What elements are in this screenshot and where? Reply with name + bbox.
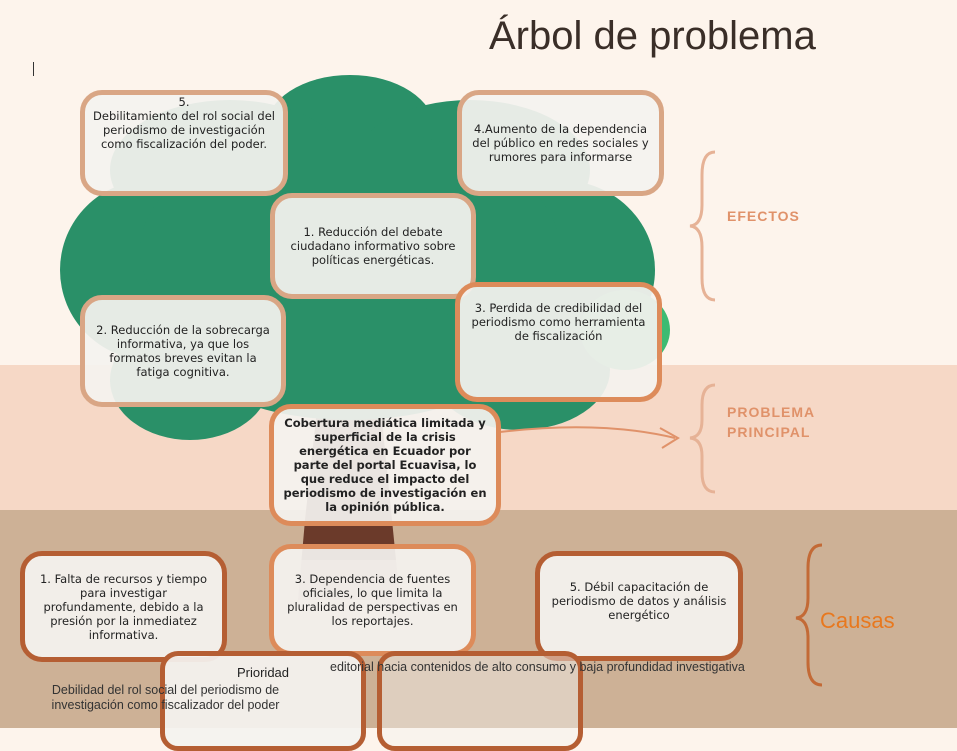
debilidad-text: Debilidad del rol social del periodismo … [51, 683, 280, 712]
page-title: Árbol de problema [489, 14, 816, 58]
effect-box-4: 4.Aumento de la dependencia del público … [457, 90, 664, 196]
problem-arrow-head [659, 427, 680, 449]
editorial-text: editorial hacia contenidos de alto consu… [330, 660, 745, 674]
problem-arrow [499, 426, 676, 439]
causes-brace [795, 543, 823, 687]
cause-box-5: 5. Débil capacitación de periodismo de d… [535, 551, 743, 661]
effect-box-5: 5. Debilitamiento del rol social del per… [80, 90, 288, 196]
label-efectos: EFECTOS [727, 208, 800, 224]
label-problema-principal: PROBLEMA PRINCIPAL [727, 404, 816, 440]
problem-box: Cobertura mediática limitada y superfici… [269, 404, 501, 526]
label-causas: Causas [820, 608, 895, 633]
text-cursor [33, 62, 34, 76]
cause-box-3: 3. Dependencia de fuentes oficiales, lo … [269, 544, 476, 656]
effects-brace [689, 150, 716, 302]
cause-box-1: 1. Falta de recursos y tiempo para inves… [20, 551, 227, 662]
problem-brace [689, 383, 716, 494]
effect-box-3: 3. Perdida de credibilidad del periodism… [455, 282, 662, 402]
effect-box-1: 1. Reducción del debate ciudadano inform… [270, 193, 476, 299]
effect-box-2: 2. Reducción de la sobrecarga informativ… [80, 295, 286, 407]
